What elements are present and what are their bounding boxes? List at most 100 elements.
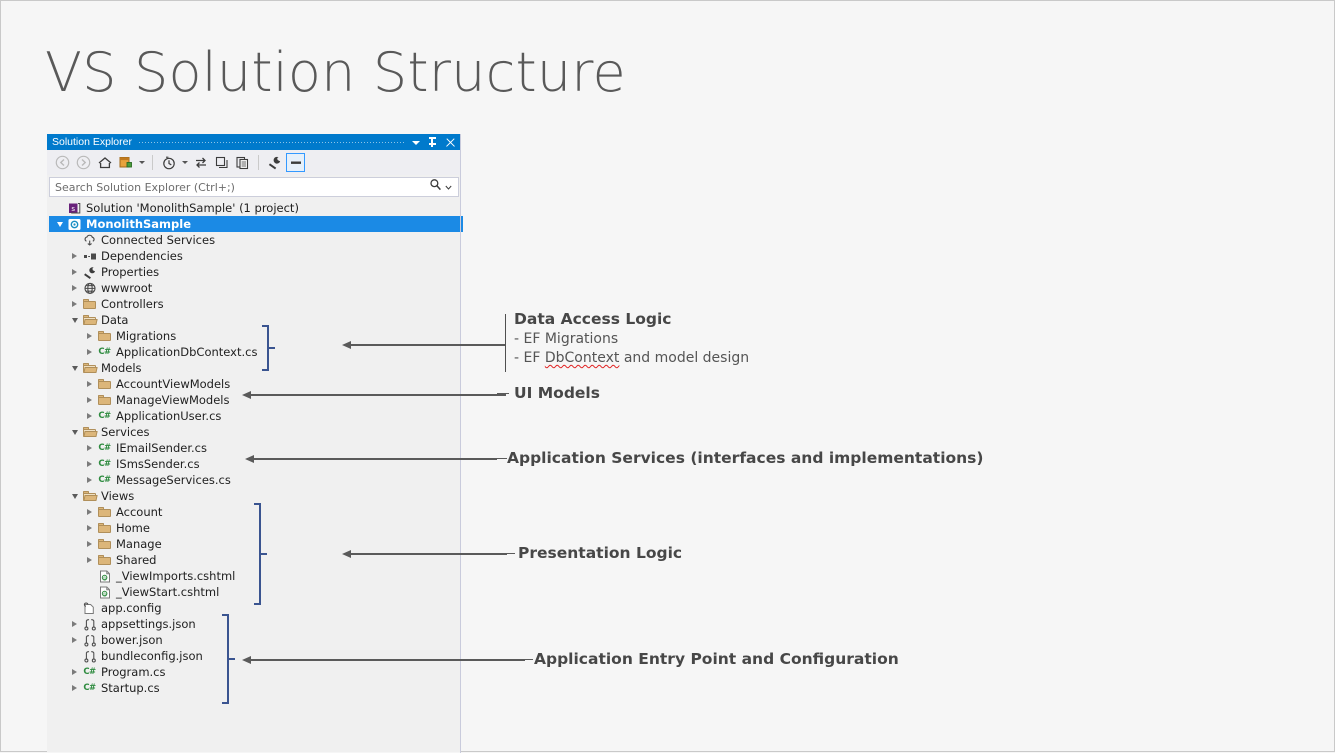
pending-changes-icon[interactable] [159, 153, 178, 172]
tree-item-label: Shared [116, 553, 157, 567]
tree-item-dependencies[interactable]: Dependencies [49, 248, 459, 264]
tree-item-startup-cs[interactable]: C#Startup.cs [49, 680, 459, 696]
tree-item-label: MessageServices.cs [116, 473, 231, 487]
svg-text:@: @ [102, 575, 106, 580]
tree-item-solution-monolithsample-1-project[interactable]: s Solution 'MonolithSample' (1 project) [49, 200, 459, 216]
tree-item-bundleconfig-json[interactable]: bundleconfig.json [49, 648, 459, 664]
chevron-right-icon[interactable] [83, 440, 96, 456]
tree-item-applicationdbcontext-cs[interactable]: C#ApplicationDbContext.cs [49, 344, 459, 360]
json-icon [81, 648, 98, 664]
tree-item-iemailsender-cs[interactable]: C#IEmailSender.cs [49, 440, 459, 456]
tree-item-views[interactable]: Views [49, 488, 459, 504]
expander-spacer [68, 232, 81, 248]
tree-item-label: Solution 'MonolithSample' (1 project) [86, 201, 299, 215]
tree-item-label: ApplicationUser.cs [116, 409, 222, 423]
chevron-right-icon[interactable] [83, 408, 96, 424]
annotation-group-bar [505, 314, 507, 372]
refresh-icon[interactable] [212, 153, 231, 172]
tree-item-home[interactable]: Home [49, 520, 459, 536]
cloud-icon [81, 232, 98, 248]
brace-views [251, 503, 271, 605]
chevron-down-icon[interactable] [411, 136, 421, 148]
project-icon [66, 216, 83, 232]
forward-icon[interactable] [74, 153, 93, 172]
tree-item-migrations[interactable]: Migrations [49, 328, 459, 344]
tree-item-controllers[interactable]: Controllers [49, 296, 459, 312]
chevron-right-icon[interactable] [68, 280, 81, 296]
tree-item-data[interactable]: Data [49, 312, 459, 328]
tree-item-label: appsettings.json [101, 617, 196, 631]
chevron-right-icon[interactable] [83, 456, 96, 472]
chevron-right-icon[interactable] [68, 248, 81, 264]
tree-item-ismssender-cs[interactable]: C# ISmsSender.cs [49, 456, 459, 472]
chevron-right-icon[interactable] [83, 344, 96, 360]
show-all-files-icon[interactable] [233, 153, 252, 172]
toolbar-dropdown-2-icon[interactable] [180, 153, 189, 172]
tree-item-wwwroot[interactable]: wwwroot [49, 280, 459, 296]
pin-icon[interactable] [428, 136, 438, 148]
chevron-down-icon[interactable] [68, 360, 81, 376]
chevron-right-icon[interactable] [68, 264, 81, 280]
chevron-right-icon[interactable] [68, 616, 81, 632]
home-icon[interactable] [95, 153, 114, 172]
chevron-right-icon[interactable] [68, 632, 81, 648]
csharp-icon: C# [98, 475, 111, 485]
wrench-icon [81, 264, 98, 280]
tree-item-models[interactable]: Models [49, 360, 459, 376]
chevron-down-icon[interactable] [68, 424, 81, 440]
chevron-right-icon[interactable] [83, 552, 96, 568]
back-icon[interactable] [53, 153, 72, 172]
tree-item-viewstart-cshtml[interactable]: @_ViewStart.cshtml [49, 584, 459, 600]
tree-item-applicationuser-cs[interactable]: C# ApplicationUser.cs [49, 408, 459, 424]
search-solution-explorer-input[interactable]: Search Solution Explorer (Ctrl+;) [49, 177, 459, 197]
chevron-right-icon[interactable] [83, 520, 96, 536]
tree-item-program-cs[interactable]: C#Program.cs [49, 664, 459, 680]
tree-item-services[interactable]: Services [49, 424, 459, 440]
csharp-icon: C# [83, 683, 96, 693]
svg-text:s: s [71, 205, 75, 213]
folder-open-icon [81, 312, 98, 328]
solution-explorer-titlebar: Solution Explorer [47, 134, 461, 150]
close-icon[interactable] [445, 136, 455, 148]
tree-item-properties[interactable]: Properties [49, 264, 459, 280]
tree-item-accountviewmodels[interactable]: AccountViewModels [49, 376, 459, 392]
search-icon[interactable] [429, 178, 442, 196]
chevron-right-icon[interactable] [83, 536, 96, 552]
tree-item-account[interactable]: Account [49, 504, 459, 520]
chevron-right-icon[interactable] [68, 296, 81, 312]
tree-item-messageservices-cs[interactable]: C# MessageServices.cs [49, 472, 459, 488]
tree-item-connected-services[interactable]: Connected Services [49, 232, 459, 248]
tree-item-label: ISmsSender.cs [116, 457, 200, 471]
chevron-right-icon[interactable] [68, 680, 81, 696]
collapse-all-icon[interactable] [286, 153, 305, 172]
tree-item-manage[interactable]: Manage [49, 536, 459, 552]
tree-item-shared[interactable]: Shared [49, 552, 459, 568]
chevron-right-icon[interactable] [83, 472, 96, 488]
toolbar-dropdown-1-icon[interactable] [137, 153, 146, 172]
search-options-chevron-down-icon[interactable] [445, 178, 452, 196]
chevron-right-icon[interactable] [83, 504, 96, 520]
titlebar-dotted-fill [137, 134, 405, 150]
properties-window-icon[interactable] [116, 153, 135, 172]
wrench-icon[interactable] [265, 153, 284, 172]
folder-icon [96, 376, 113, 392]
chevron-right-icon[interactable] [83, 392, 96, 408]
chevron-down-icon[interactable] [53, 216, 66, 232]
csharp-icon: C# [98, 411, 111, 421]
tree-item-bower-json[interactable]: bower.json [49, 632, 459, 648]
tree-item-appsettings-json[interactable]: appsettings.json [49, 616, 459, 632]
tree-item-monolithsample[interactable]: MonolithSample [49, 216, 463, 232]
tree-item-viewimports-cshtml[interactable]: @_ViewImports.cshtml [49, 568, 459, 584]
chevron-right-icon[interactable] [68, 664, 81, 680]
csharp-icon: C# [98, 459, 111, 469]
dependencies-icon [81, 248, 98, 264]
sync-icon[interactable] [191, 153, 210, 172]
chevron-right-icon[interactable] [83, 328, 96, 344]
tree-item-manageviewmodels[interactable]: ManageViewModels [49, 392, 459, 408]
chevron-down-icon[interactable] [68, 488, 81, 504]
tree-item-app-config[interactable]: app.config [49, 600, 459, 616]
chevron-down-icon[interactable] [68, 312, 81, 328]
tree-item-label: Manage [116, 537, 162, 551]
chevron-right-icon[interactable] [83, 376, 96, 392]
